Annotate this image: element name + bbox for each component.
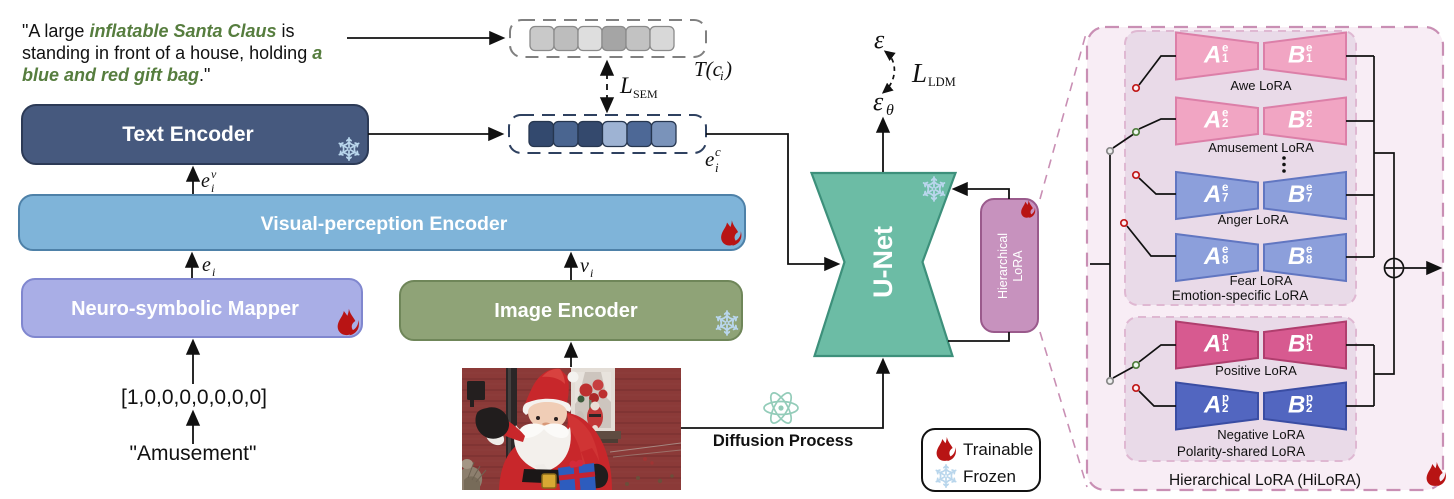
svg-text:Polarity-shared LoRA: Polarity-shared LoRA bbox=[1177, 444, 1305, 459]
svg-text:B: B bbox=[1288, 331, 1305, 358]
svg-text:A: A bbox=[1203, 42, 1221, 69]
svg-text:B: B bbox=[1288, 42, 1305, 69]
svg-text:Diffusion Process: Diffusion Process bbox=[713, 432, 853, 450]
svg-text:v: v bbox=[580, 255, 589, 277]
svg-text:p: p bbox=[1306, 332, 1313, 344]
svg-text:standing in front of a house,: standing in front of a house, holding a bbox=[22, 43, 322, 63]
svg-text:B: B bbox=[1288, 181, 1305, 208]
svg-text:U-Net: U-Net bbox=[868, 226, 898, 298]
svg-text:Anger LoRA: Anger LoRA bbox=[1218, 212, 1289, 227]
svg-text:Frozen: Frozen bbox=[963, 467, 1016, 486]
svg-text:8: 8 bbox=[1222, 255, 1229, 267]
svg-text:LDM: LDM bbox=[928, 75, 956, 89]
svg-text:B: B bbox=[1288, 392, 1305, 419]
svg-text:v: v bbox=[211, 167, 217, 181]
svg-text:"Amusement": "Amusement" bbox=[130, 442, 257, 465]
svg-text:Image Encoder: Image Encoder bbox=[494, 300, 638, 322]
svg-text:i: i bbox=[590, 266, 593, 280]
svg-text:i: i bbox=[211, 181, 214, 195]
svg-text:e: e bbox=[1306, 182, 1312, 194]
svg-text:2: 2 bbox=[1222, 403, 1228, 415]
svg-text:e: e bbox=[1222, 244, 1228, 256]
svg-text:Negative LoRA: Negative LoRA bbox=[1217, 427, 1305, 442]
svg-text:7: 7 bbox=[1306, 193, 1312, 205]
svg-text:Visual-perception Encoder: Visual-perception Encoder bbox=[261, 213, 508, 235]
svg-text:p: p bbox=[1222, 332, 1229, 344]
svg-text:ε: ε bbox=[874, 25, 885, 54]
svg-text:e: e bbox=[1222, 43, 1228, 55]
svg-text:A: A bbox=[1203, 392, 1221, 419]
svg-text:e: e bbox=[201, 170, 210, 192]
svg-text:7: 7 bbox=[1222, 193, 1228, 205]
svg-text:Emotion-specific LoRA: Emotion-specific LoRA bbox=[1172, 288, 1309, 303]
svg-text:2: 2 bbox=[1222, 118, 1228, 130]
svg-text:Awe LoRA: Awe LoRA bbox=[1230, 78, 1292, 93]
svg-text:"A large inflatable Santa Clau: "A large inflatable Santa Claus is bbox=[22, 21, 295, 41]
svg-text:Hierarchical LoRA (HiLoRA): Hierarchical LoRA (HiLoRA) bbox=[1169, 472, 1361, 489]
svg-text:2: 2 bbox=[1306, 403, 1312, 415]
svg-text:p: p bbox=[1306, 393, 1313, 405]
svg-text:ε: ε bbox=[873, 87, 884, 116]
svg-text:θ: θ bbox=[886, 102, 894, 119]
svg-text:e: e bbox=[202, 254, 211, 276]
svg-text:1: 1 bbox=[1222, 53, 1229, 65]
svg-text:i: i bbox=[715, 160, 719, 175]
svg-text:e: e bbox=[1306, 108, 1312, 120]
svg-text:Text Encoder: Text Encoder bbox=[122, 123, 253, 146]
svg-text:A: A bbox=[1203, 181, 1221, 208]
svg-text:e: e bbox=[1306, 244, 1312, 256]
svg-text:A: A bbox=[1203, 331, 1221, 358]
svg-text:i: i bbox=[212, 265, 215, 279]
svg-text:1: 1 bbox=[1222, 342, 1229, 354]
svg-text:B: B bbox=[1288, 107, 1305, 134]
svg-text:e: e bbox=[705, 147, 714, 171]
svg-text:LoRA: LoRA bbox=[1011, 250, 1025, 282]
svg-text:1: 1 bbox=[1306, 342, 1313, 354]
svg-text:Hierarchical: Hierarchical bbox=[996, 233, 1010, 299]
svg-text:blue and red gift bag.": blue and red gift bag." bbox=[22, 65, 210, 85]
svg-text:i: i bbox=[720, 68, 724, 83]
svg-text:e: e bbox=[1306, 43, 1312, 55]
svg-text:e: e bbox=[1222, 108, 1228, 120]
svg-text:Fear LoRA: Fear LoRA bbox=[1230, 273, 1293, 288]
svg-text:Trainable: Trainable bbox=[963, 440, 1033, 459]
svg-text:Neuro-symbolic Mapper: Neuro-symbolic Mapper bbox=[71, 298, 299, 320]
svg-text:A: A bbox=[1203, 107, 1221, 134]
svg-text:): ) bbox=[724, 57, 732, 81]
svg-text:Positive LoRA: Positive LoRA bbox=[1215, 363, 1297, 378]
svg-text:A: A bbox=[1203, 243, 1221, 270]
svg-text:c: c bbox=[715, 144, 721, 159]
svg-text:8: 8 bbox=[1306, 255, 1313, 267]
svg-text:1: 1 bbox=[1306, 53, 1313, 65]
svg-text:Amusement LoRA: Amusement LoRA bbox=[1208, 140, 1314, 155]
svg-text:L: L bbox=[911, 58, 927, 88]
svg-text:[1,0,0,0,0,0,0,0]: [1,0,0,0,0,0,0,0] bbox=[121, 386, 267, 409]
svg-text:L: L bbox=[619, 73, 633, 98]
svg-text:p: p bbox=[1222, 393, 1229, 405]
svg-text:B: B bbox=[1288, 243, 1305, 270]
svg-text:2: 2 bbox=[1306, 118, 1312, 130]
svg-text:SEM: SEM bbox=[633, 87, 658, 101]
svg-text:e: e bbox=[1222, 182, 1228, 194]
svg-text:T(c: T(c bbox=[694, 57, 723, 81]
